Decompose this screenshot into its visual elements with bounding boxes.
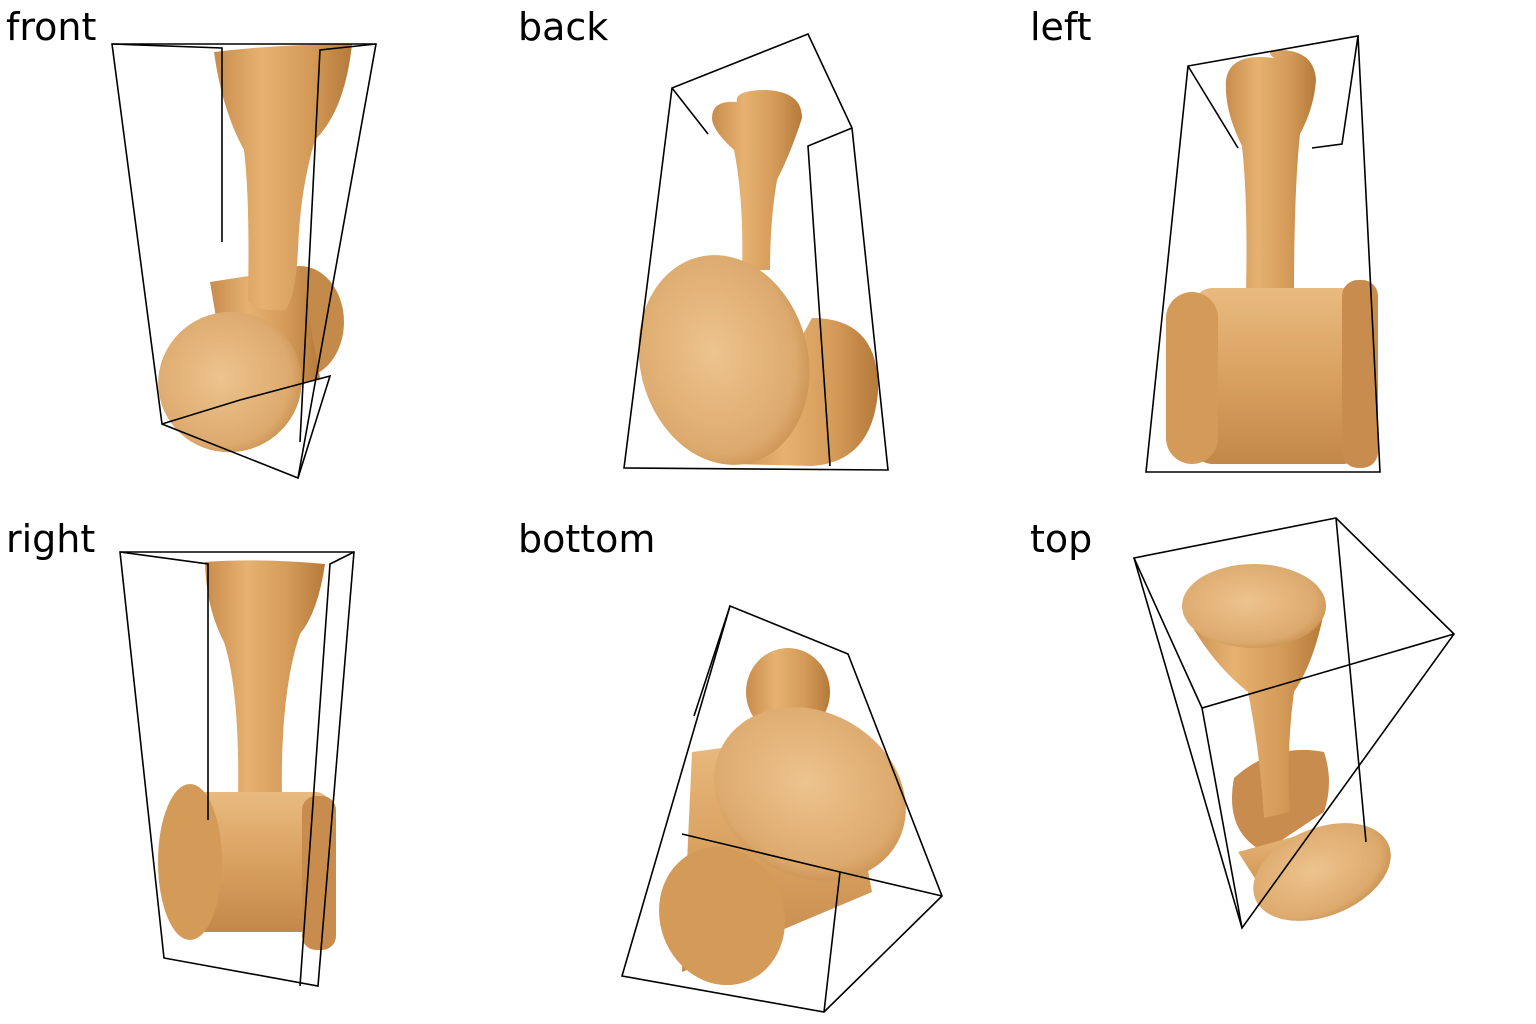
wooden-gavel-icon — [1166, 50, 1378, 468]
gavel-render-bottom — [620, 604, 943, 1013]
panel-left: left — [1024, 0, 1536, 512]
panel-back: back — [512, 0, 1024, 512]
gavel-render-front — [111, 43, 377, 480]
gavel-render-top — [1132, 517, 1456, 930]
bounding-box — [623, 32, 889, 471]
view-label-back: back — [518, 5, 609, 49]
view-label-top: top — [1030, 517, 1093, 561]
panel-front: front — [0, 0, 512, 512]
gavel-render-right — [119, 551, 355, 987]
bounding-box — [1145, 35, 1381, 473]
view-label-front: front — [6, 5, 97, 49]
wooden-gavel-icon — [1182, 564, 1391, 921]
panel-right: right — [0, 512, 512, 1024]
view-label-right: right — [6, 517, 96, 561]
bounding-box — [111, 43, 377, 480]
bounding-box — [1132, 517, 1456, 930]
view-label-left: left — [1030, 5, 1092, 49]
wooden-gavel-icon — [158, 560, 336, 950]
wooden-gavel-icon — [638, 90, 879, 466]
view-label-bottom: bottom — [518, 517, 656, 561]
bounding-box — [119, 551, 355, 987]
gavel-render-left — [1145, 35, 1381, 473]
gavel-render-back — [623, 32, 889, 471]
panel-bottom: bottom — [512, 512, 1024, 1024]
wooden-gavel-icon — [659, 648, 906, 986]
bounding-box — [620, 604, 943, 1013]
panel-top: top — [1024, 512, 1536, 1024]
